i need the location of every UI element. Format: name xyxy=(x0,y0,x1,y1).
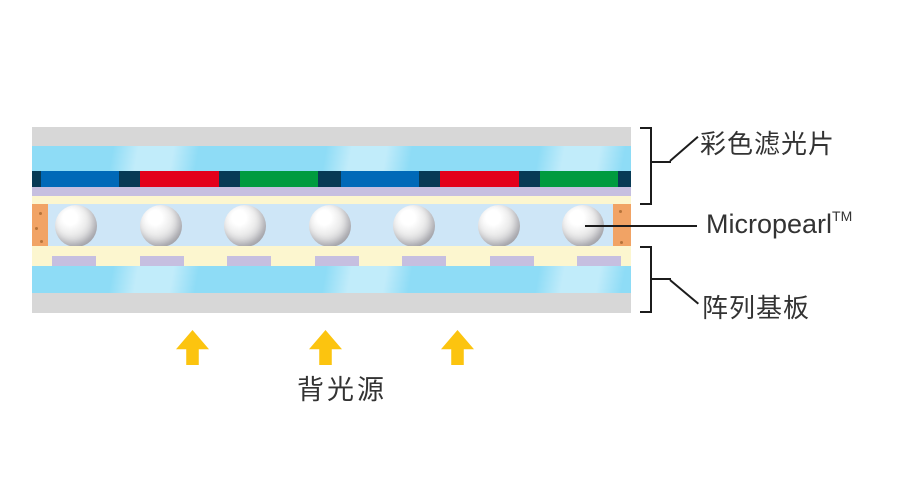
common-electrode-layer xyxy=(32,196,631,204)
filter-segment-blue xyxy=(341,171,419,187)
micropearl-spacer-sphere xyxy=(477,205,520,247)
array-substrate-leader-diagonal xyxy=(669,279,699,305)
filter-segment-green xyxy=(240,171,318,187)
pixel-electrode xyxy=(52,256,96,266)
color-filter-leader-stub xyxy=(651,161,671,163)
bottom-polarizer-layer xyxy=(32,293,631,313)
micropearl-leader-line xyxy=(585,225,697,227)
micropearl-spacer-sphere xyxy=(55,205,97,247)
color-filter-label: 彩色滤光片 xyxy=(700,129,836,159)
filter-segment-navy xyxy=(219,171,240,187)
trademark-superscript: TM xyxy=(832,208,853,224)
sealant-texture-dot xyxy=(40,240,43,243)
filter-segment-navy xyxy=(419,171,440,187)
filter-segment-navy xyxy=(32,171,41,187)
color-filter-bracket xyxy=(640,127,652,205)
top-glass-layer xyxy=(32,146,631,171)
bottom-glass-layer xyxy=(32,266,631,293)
micropearl-spacer-sphere xyxy=(224,205,266,247)
filter-segment-red xyxy=(440,171,519,187)
micropearl-spacer-sphere xyxy=(393,205,435,247)
sealant-texture-dot xyxy=(619,210,622,213)
filter-segment-navy xyxy=(318,171,341,187)
filter-segment-red xyxy=(140,171,219,187)
backlight-up-arrow-icon xyxy=(309,330,342,365)
array-substrate-label: 阵列基板 xyxy=(702,293,811,323)
pixel-electrode xyxy=(402,256,446,266)
micropearl-label: MicropearlTM xyxy=(706,208,853,239)
pixel-electrode xyxy=(314,256,359,266)
sealant-texture-dot xyxy=(39,212,42,215)
color-filter-leader-diagonal xyxy=(669,135,699,162)
filter-segment-green xyxy=(540,171,618,187)
backlight-label: 背光源 xyxy=(297,375,387,405)
filter-segment-navy xyxy=(119,171,140,187)
sealant-texture-dot xyxy=(620,241,623,244)
filter-segment-blue xyxy=(41,171,119,187)
pixel-electrode xyxy=(139,256,184,266)
sealant-texture-dot xyxy=(35,227,38,230)
overcoat-layer xyxy=(32,187,631,196)
pixel-electrode xyxy=(489,256,534,266)
color-filter-stripe xyxy=(32,171,631,187)
filter-segment-navy xyxy=(618,171,631,187)
top-polarizer-layer xyxy=(32,127,631,146)
backlight-up-arrow-icon xyxy=(441,330,474,365)
backlight-up-arrow-icon xyxy=(176,330,209,365)
micropearl-spacer-sphere xyxy=(139,205,182,247)
sealant-left xyxy=(32,204,48,246)
micropearl-spacer-sphere xyxy=(308,205,351,247)
filter-segment-navy xyxy=(519,171,540,187)
pixel-electrode xyxy=(577,256,621,266)
pixel-electrode xyxy=(227,256,271,266)
array-substrate-leader-stub xyxy=(651,278,671,280)
